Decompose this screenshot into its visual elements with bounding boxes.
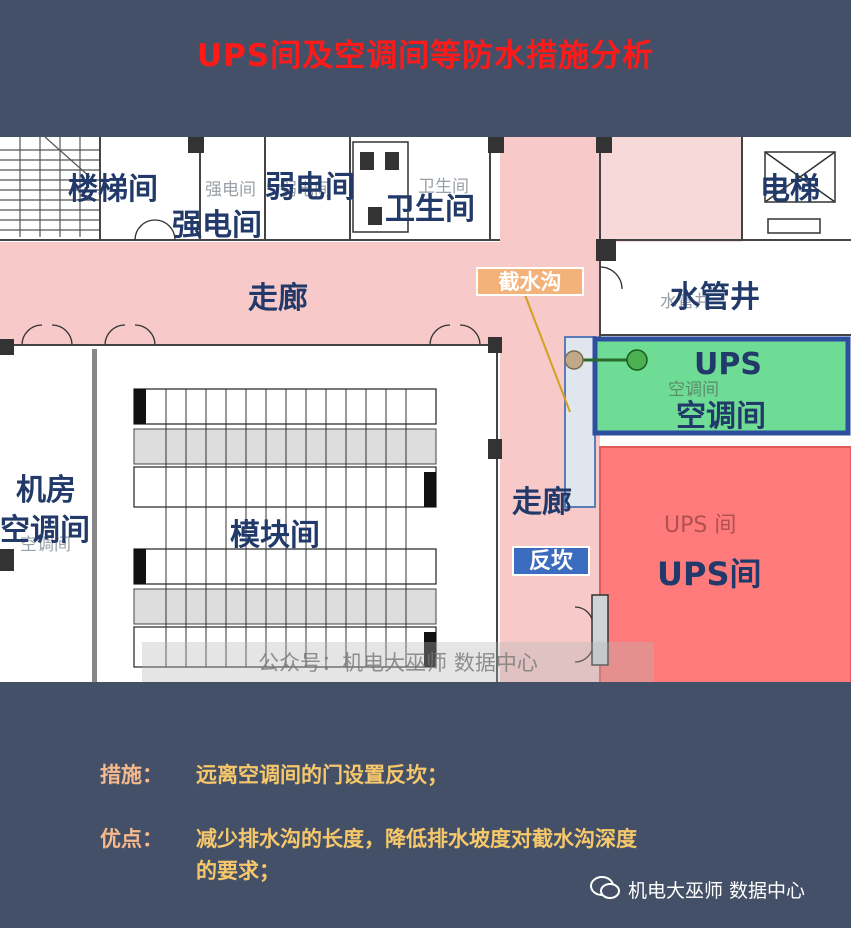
ups-ac-label-line2: 空调间 xyxy=(676,399,766,434)
corridor-top-fill xyxy=(0,242,500,344)
module-room-label: 模块间 xyxy=(230,518,320,553)
advantage-text-line1: 减少排水沟的长度，降低排水坡度对截水沟深度 xyxy=(196,827,637,851)
ac-drain-point xyxy=(626,349,648,371)
elevator-symbol xyxy=(764,151,836,234)
machine-ac-ghost: 空调间 xyxy=(20,535,71,555)
advantage-label: 优点： xyxy=(100,827,163,851)
strong-elec-room-label: 强电间 xyxy=(172,208,262,243)
curb-callout: 反坎 xyxy=(512,546,590,576)
machine-ac-label-line2: 空调间 xyxy=(0,513,90,548)
weak-elec-ghost: 弱电间 xyxy=(280,180,331,200)
columns xyxy=(0,137,616,571)
stair-room-label: 楼梯间 xyxy=(68,172,158,207)
partition-wall xyxy=(92,349,97,682)
machine-ac-label-line1: 机房 xyxy=(16,473,76,508)
toilet-fixture-2 xyxy=(385,152,399,170)
corridor-upper-fill xyxy=(596,137,742,242)
strong-elec-ghost: 强电间 xyxy=(205,180,256,200)
measure-text: 远离空调间的门设置反坎； xyxy=(196,763,448,787)
floor-drain xyxy=(564,350,584,370)
weak-elec-room-label: 弱电间 xyxy=(265,170,355,205)
corridor-top-label: 走廊 xyxy=(248,281,308,316)
rack-dividers xyxy=(165,389,407,667)
elevator-label: 电梯 xyxy=(760,172,820,207)
toilet-room-label: 卫生间 xyxy=(385,192,475,227)
water-shaft-ghost: 水管井 xyxy=(660,292,711,312)
intercept-callout: 截水沟 xyxy=(476,267,584,296)
page-title: UPS间及空调间等防水措施分析 xyxy=(196,38,655,74)
brand-label: 机电大巫师 数据中心 xyxy=(628,880,806,902)
floor-plan-drawing xyxy=(0,137,851,682)
advantage-text-line2: 的要求； xyxy=(196,859,280,883)
intercept-leader xyxy=(524,294,571,413)
toilet-fixture-3 xyxy=(368,207,382,225)
stair-lines xyxy=(0,137,100,237)
floor-plan: 楼梯间 强电间 强电间 弱电间 弱电间 卫生间 卫生间 电梯 走廊 水管井 水管… xyxy=(0,137,851,682)
curb xyxy=(591,594,609,666)
toilet-fixture-1 xyxy=(360,152,374,170)
corridor-right-label: 走廊 xyxy=(512,485,572,520)
ups-room-ghost: UPS 间 xyxy=(664,513,737,538)
watermark: 公众号：机电大巫师 数据中心 xyxy=(142,642,654,682)
ups-room-label: UPS间 xyxy=(657,555,762,593)
ups-room-fill xyxy=(599,446,851,682)
rack-row-1 xyxy=(133,388,437,508)
water-shaft-label: 水管井 xyxy=(670,280,760,315)
ups-ac-label-line1: UPS xyxy=(694,347,762,382)
wechat-icon xyxy=(590,876,620,900)
measure-label: 措施： xyxy=(100,763,163,787)
toilet-ghost: 卫生间 xyxy=(418,177,469,197)
ups-ac-ghost: 空调间 xyxy=(668,380,719,400)
